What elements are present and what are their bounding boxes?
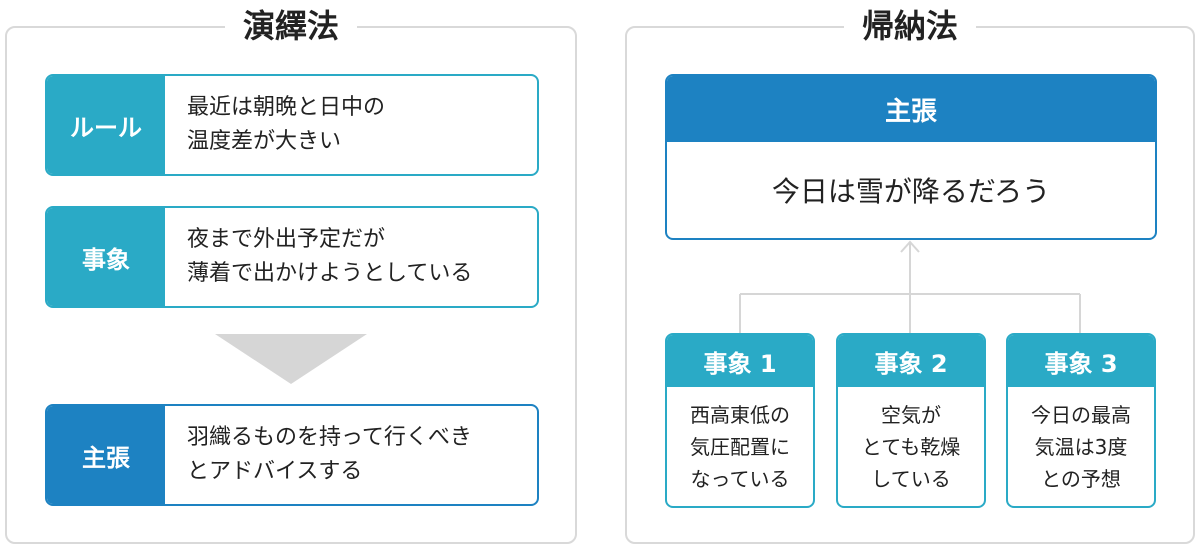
induction-claim-label: 主張 bbox=[667, 76, 1155, 142]
fact-box: 事象 夜まで外出予定だが 薄着で出かけようとしている bbox=[45, 206, 539, 308]
fact-1-text: 西高東低の 気圧配置に なっている bbox=[690, 402, 790, 491]
induction-title: 帰納法 bbox=[843, 6, 977, 46]
induction-fact-3: 事象 3 今日の最高 気温は3度 との予想 bbox=[1006, 333, 1156, 508]
connector-lines bbox=[739, 240, 1081, 333]
claim-text: 羽織るものを持って行くべき とアドバイスする bbox=[187, 425, 472, 484]
induction-claim-text: 今日は雪が降るだろう bbox=[771, 175, 1051, 208]
induction-claim-box: 主張 今日は雪が降るだろう bbox=[665, 74, 1157, 240]
induction-panel: 帰納法 主張 今日は雪が降るだろう 事象 1 西高東低の 気圧配置に なっている… bbox=[625, 6, 1195, 544]
deduction-title: 演繹法 bbox=[224, 6, 358, 46]
induction-fact-1: 事象 1 西高東低の 気圧配置に なっている bbox=[665, 333, 815, 508]
connector-up-arrow-icon bbox=[900, 240, 920, 253]
fact-2-label: 事象 2 bbox=[838, 335, 984, 387]
fact-1-label: 事象 1 bbox=[667, 335, 813, 387]
claim-label: 主張 bbox=[47, 406, 165, 504]
fact-3-text: 今日の最高 気温は3度 との予想 bbox=[1031, 402, 1131, 491]
deduction-panel: 演繹法 ルール 最近は朝晩と日中の 温度差が大きい 事象 夜まで外出予定だが 薄… bbox=[5, 6, 577, 544]
induction-fact-2: 事象 2 空気が とても乾燥 している bbox=[836, 333, 986, 508]
fact-3-label: 事象 3 bbox=[1008, 335, 1154, 387]
rule-box: ルール 最近は朝晩と日中の 温度差が大きい bbox=[45, 74, 539, 176]
fact-2-text: 空気が とても乾燥 している bbox=[861, 402, 961, 491]
claim-box: 主張 羽織るものを持って行くべき とアドバイスする bbox=[45, 404, 539, 506]
fact-text: 夜まで外出予定だが 薄着で出かけようとしている bbox=[187, 227, 473, 286]
rule-label: ルール bbox=[47, 76, 165, 174]
rule-text: 最近は朝晩と日中の 温度差が大きい bbox=[187, 95, 386, 154]
down-arrow-icon bbox=[215, 334, 367, 384]
fact-label: 事象 bbox=[47, 208, 165, 306]
